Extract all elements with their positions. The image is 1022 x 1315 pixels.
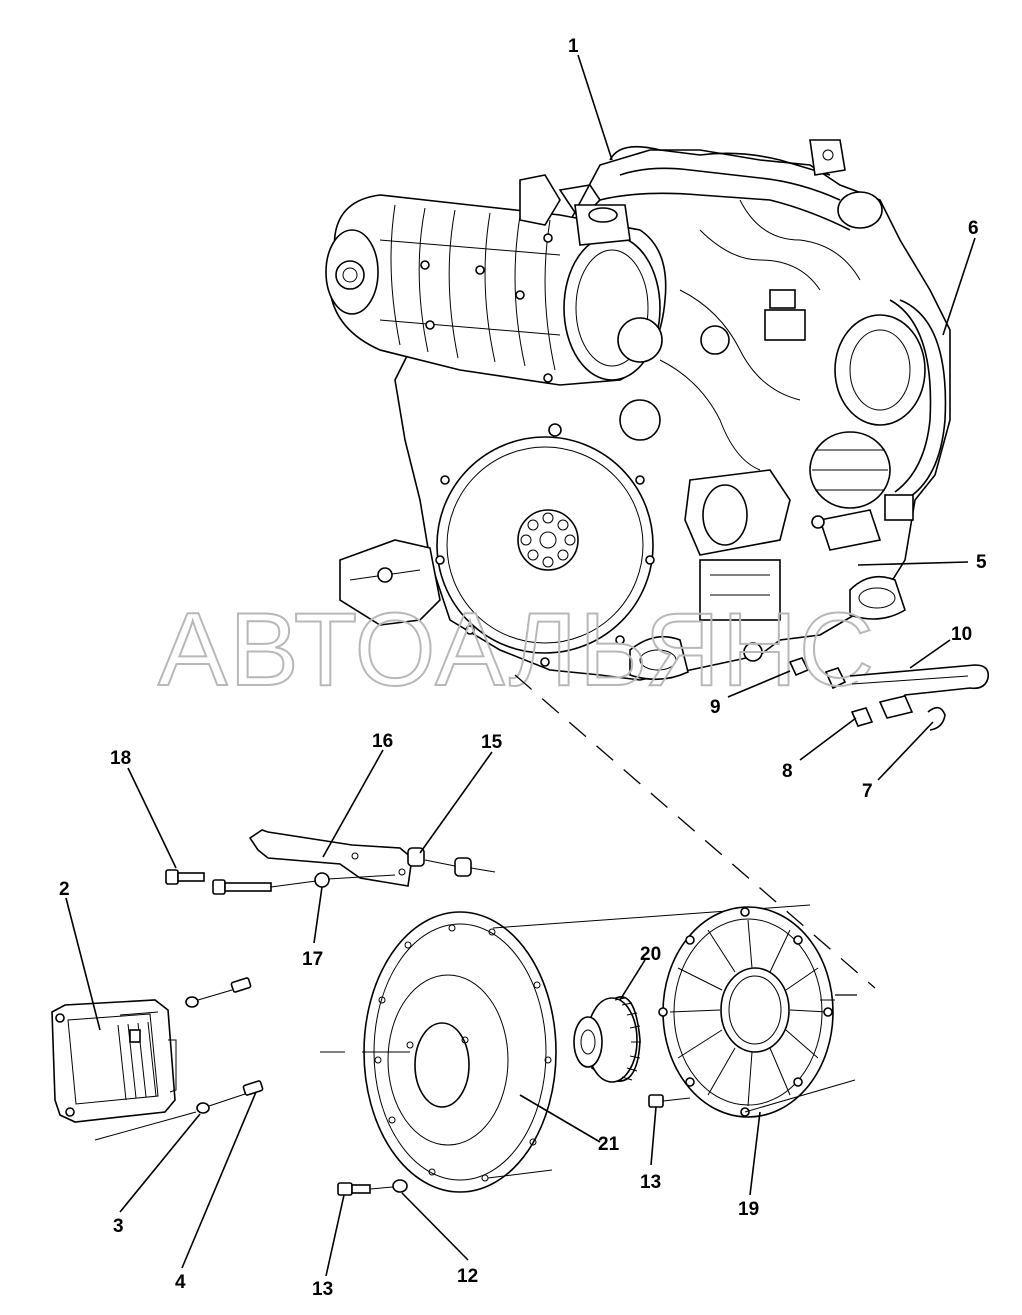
callout-9: 9 xyxy=(710,697,721,718)
adapter-plate xyxy=(648,906,856,1118)
control-unit-assembly xyxy=(51,977,264,1141)
callout-8: 8 xyxy=(782,761,793,782)
callout-19: 19 xyxy=(738,1199,759,1220)
engine-assembly xyxy=(325,139,951,690)
callout-15: 15 xyxy=(481,732,503,753)
bracket-assembly xyxy=(165,829,496,895)
callout-5: 5 xyxy=(976,552,987,573)
gear-hub xyxy=(573,996,641,1083)
callout-labels: 1 2 3 4 5 6 7 8 9 10 12 13 13 15 16 17 1… xyxy=(59,36,987,1300)
watermark: АВТОАЛЬЯНС xyxy=(158,592,876,708)
callout-7: 7 xyxy=(862,781,873,802)
callout-21: 21 xyxy=(598,1134,620,1155)
flywheel-fasteners xyxy=(337,1179,408,1196)
callout-1: 1 xyxy=(568,36,579,57)
drain-hose-assembly xyxy=(849,664,990,731)
flywheel xyxy=(320,904,811,1193)
callout-4: 4 xyxy=(175,1272,186,1293)
callout-12: 12 xyxy=(457,1266,478,1287)
callout-3: 3 xyxy=(113,1216,124,1237)
callout-10: 10 xyxy=(951,624,972,645)
callout-18: 18 xyxy=(110,748,131,769)
callout-16: 16 xyxy=(372,731,393,752)
callout-6: 6 xyxy=(968,218,979,239)
leader-lines xyxy=(65,54,976,1277)
assembly-centerline xyxy=(514,674,876,989)
callout-2: 2 xyxy=(59,879,70,900)
callout-13-left: 13 xyxy=(312,1279,333,1300)
callout-13-right: 13 xyxy=(640,1172,661,1193)
callout-20: 20 xyxy=(640,944,661,965)
callout-17: 17 xyxy=(302,949,323,970)
